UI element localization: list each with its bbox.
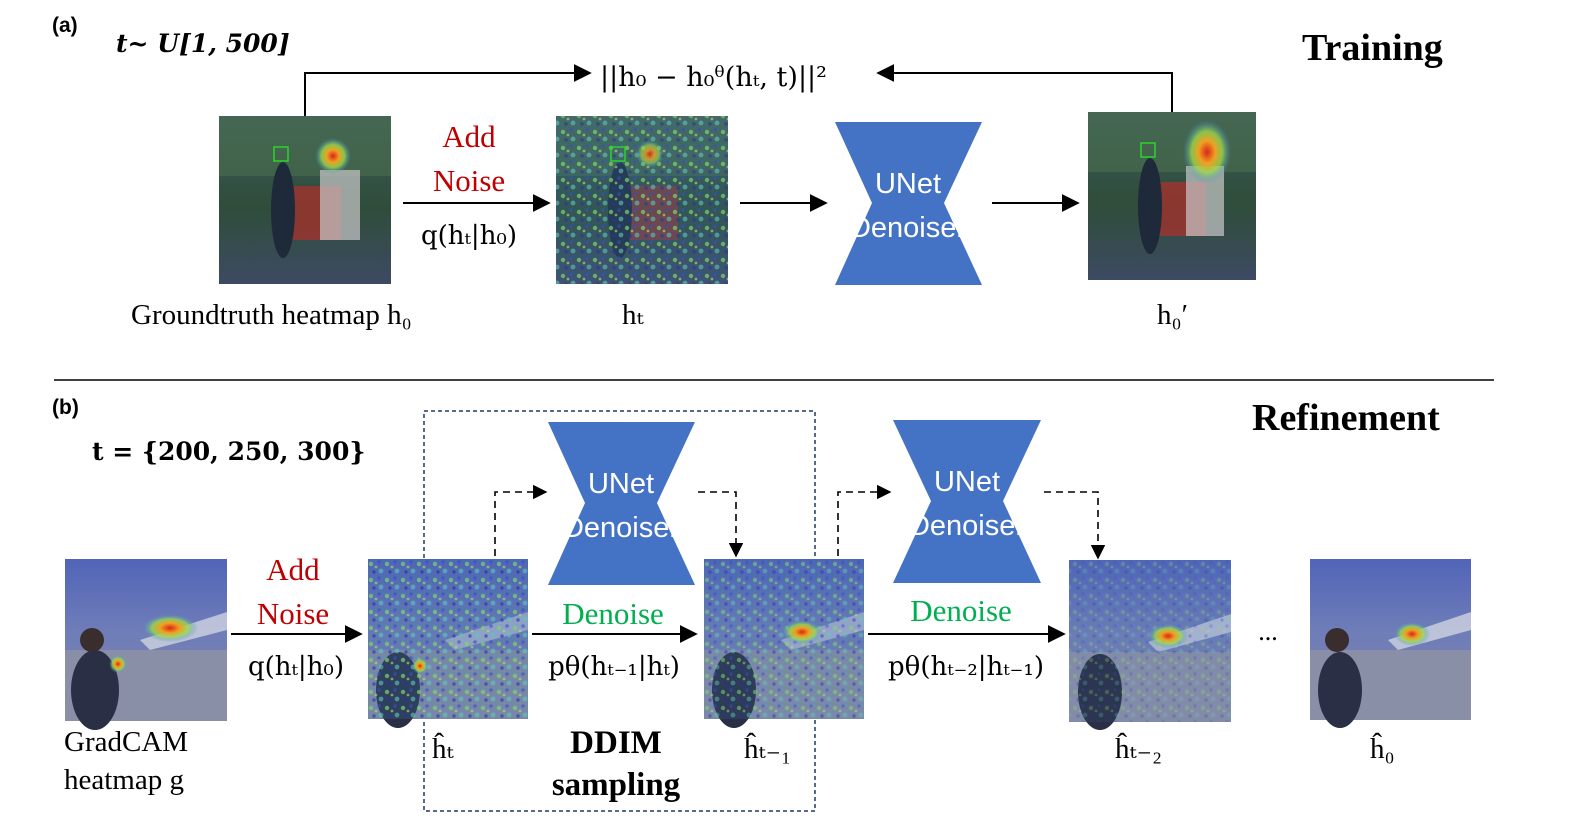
caption-h0-prime: h₀′ bbox=[1157, 299, 1188, 331]
caption-ht1-hat: ĥₜ₋₁ bbox=[744, 732, 791, 765]
caption-ht-a: hₜ bbox=[622, 299, 645, 331]
unet-denoiser-a: UNet Denoiser bbox=[835, 122, 982, 285]
panel-b-schedule: t = {200, 250, 300} bbox=[92, 437, 365, 466]
dashed-arrow-from-unet2 bbox=[1044, 491, 1106, 560]
add-noise-a-line1: Add bbox=[442, 119, 496, 154]
loss-formula: ||h₀ − h₀ᶿ(hₜ, t)||² bbox=[600, 62, 827, 93]
dashed-arrow-to-unet1 bbox=[494, 484, 548, 556]
forward-q-b: q(hₜ|h₀) bbox=[248, 652, 344, 682]
denoise-label-2: Denoise bbox=[910, 593, 1012, 628]
denoise-label-1: Denoise bbox=[562, 596, 664, 631]
panel-a-tag: (a) bbox=[52, 14, 78, 37]
unet-denoiser-b1: UNet Denoiser bbox=[548, 422, 695, 585]
unet-denoiser-b2: UNet Denoiser bbox=[893, 420, 1041, 583]
unet-a-line1: UNet bbox=[875, 168, 941, 200]
panel-b-title: Refinement bbox=[1252, 397, 1440, 439]
ddim-label-line1: DDIM bbox=[570, 725, 662, 761]
groundtruth-heatmap-image bbox=[219, 116, 391, 284]
noisy-gradcam-image-t-2 bbox=[1069, 560, 1231, 730]
add-noise-b-line2: Noise bbox=[257, 596, 329, 631]
caption-groundtruth: Groundtruth heatmap h₀ bbox=[131, 299, 412, 331]
caption-gradcam-line1: GradCAM bbox=[64, 726, 188, 758]
loss-arrow-left bbox=[304, 64, 592, 116]
panel-a-schedule: t~ U[1, 500] bbox=[116, 29, 290, 58]
ddim-label-line2: sampling bbox=[552, 767, 681, 803]
caption-ht-hat: ĥₜ bbox=[432, 732, 455, 765]
ellipsis: ... bbox=[1258, 617, 1278, 646]
noisy-gradcam-image-t-1 bbox=[704, 559, 864, 728]
gradcam-heatmap-image bbox=[65, 559, 227, 730]
noisy-gradcam-image-t bbox=[368, 559, 528, 728]
unet-b2-line2: Denoiser bbox=[909, 510, 1025, 542]
reverse-p-2: pθ(hₜ₋₂|hₜ₋₁) bbox=[888, 652, 1044, 682]
refined-heatmap-image bbox=[1310, 559, 1471, 728]
unet-a-line2: Denoiser bbox=[850, 212, 966, 244]
predicted-heatmap-image bbox=[1088, 112, 1256, 280]
panel-b: (b) t = {200, 250, 300} Refinement Add N… bbox=[52, 396, 1471, 812]
caption-gradcam-line2: heatmap g bbox=[64, 764, 184, 796]
reverse-p-1: pθ(hₜ₋₁|hₜ) bbox=[548, 652, 680, 682]
unet-b2-line1: UNet bbox=[934, 466, 1000, 498]
unet-b1-line1: UNet bbox=[588, 468, 654, 500]
panel-a-title: Training bbox=[1302, 27, 1443, 69]
caption-h0-hat: ĥ₀ bbox=[1370, 732, 1395, 765]
dashed-arrow-from-unet1 bbox=[698, 491, 744, 558]
forward-q-a: q(hₜ|h₀) bbox=[421, 221, 517, 251]
noisy-heatmap-image bbox=[556, 116, 728, 284]
add-noise-b-line1: Add bbox=[266, 552, 320, 587]
loss-arrow-right bbox=[876, 64, 1173, 112]
dashed-arrow-to-unet2 bbox=[837, 484, 892, 556]
unet-b1-line2: Denoiser bbox=[563, 512, 679, 544]
panel-a: (a) t~ U[1, 500] Training ||h₀ − h₀ᶿ(hₜ,… bbox=[52, 14, 1443, 331]
caption-ht2-hat: ĥₜ₋₂ bbox=[1115, 732, 1162, 765]
panel-b-tag: (b) bbox=[52, 396, 79, 419]
add-noise-a-line2: Noise bbox=[433, 163, 505, 198]
